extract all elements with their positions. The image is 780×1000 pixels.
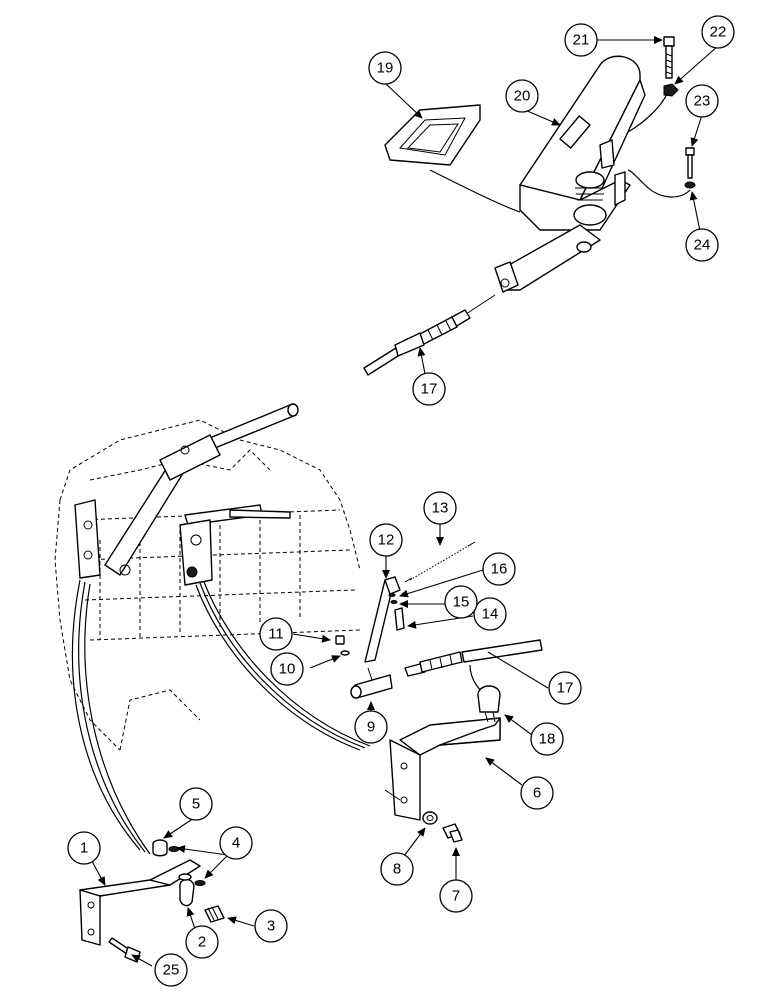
part-18-clamp bbox=[477, 685, 501, 723]
callout-17-upper: 17 bbox=[412, 372, 446, 406]
engine-block-outline bbox=[54, 419, 361, 751]
svg-text:20: 20 bbox=[514, 88, 531, 105]
svg-text:17: 17 bbox=[421, 381, 438, 398]
svg-text:21: 21 bbox=[573, 32, 590, 49]
callout-10: 10 bbox=[270, 652, 304, 686]
part-25-bolt bbox=[108, 937, 141, 963]
svg-text:17: 17 bbox=[557, 680, 574, 697]
svg-text:6: 6 bbox=[533, 785, 541, 802]
svg-text:11: 11 bbox=[268, 626, 284, 643]
callout-15: 15 bbox=[444, 585, 478, 619]
parts-7-8-bolt-washer bbox=[422, 811, 463, 843]
part-17-upper-cable bbox=[363, 294, 496, 376]
callout-4: 4 bbox=[219, 826, 253, 860]
callout-21: 21 bbox=[564, 23, 598, 57]
parts-23-24-bolt-washer bbox=[684, 147, 696, 189]
parts-2-5-hardware bbox=[152, 839, 225, 923]
svg-text:14: 14 bbox=[482, 606, 499, 623]
part-6-bracket bbox=[384, 717, 501, 821]
callout-14: 14 bbox=[473, 597, 507, 631]
svg-text:16: 16 bbox=[491, 561, 508, 578]
svg-text:12: 12 bbox=[378, 532, 395, 549]
svg-text:13: 13 bbox=[432, 500, 449, 517]
parts-21-22-bolt-nut bbox=[663, 36, 679, 97]
svg-text:8: 8 bbox=[393, 861, 401, 878]
svg-text:23: 23 bbox=[694, 93, 711, 110]
callout-23: 23 bbox=[685, 84, 719, 118]
part-20-pedal bbox=[494, 55, 646, 293]
svg-text:18: 18 bbox=[539, 731, 556, 748]
callout-13: 13 bbox=[423, 491, 457, 525]
callout-16: 16 bbox=[482, 552, 516, 586]
svg-text:24: 24 bbox=[694, 237, 711, 254]
pad-to-pedal-line bbox=[429, 169, 521, 213]
nut-leader-line bbox=[627, 91, 669, 133]
callout-1: 1 bbox=[67, 831, 101, 865]
callout-11: 11 bbox=[259, 617, 293, 651]
svg-text:2: 2 bbox=[198, 934, 206, 951]
svg-text:7: 7 bbox=[452, 888, 460, 905]
callout-17-lower: 17 bbox=[548, 671, 582, 705]
callout-25: 25 bbox=[154, 953, 188, 987]
callout-6: 6 bbox=[520, 776, 554, 810]
svg-text:19: 19 bbox=[377, 60, 394, 77]
throttle-linkage bbox=[74, 403, 299, 586]
callout-9: 9 bbox=[354, 710, 388, 744]
part-9-pivot bbox=[350, 667, 393, 699]
callout-24: 24 bbox=[685, 228, 719, 262]
callout-2: 2 bbox=[185, 925, 219, 959]
callout-18: 18 bbox=[530, 722, 564, 756]
svg-text:22: 22 bbox=[710, 24, 727, 41]
svg-text:5: 5 bbox=[192, 796, 200, 813]
washer-leader-line bbox=[627, 169, 691, 198]
callout-12: 12 bbox=[369, 523, 403, 557]
part-1-bracket bbox=[79, 859, 201, 946]
svg-text:3: 3 bbox=[267, 918, 275, 935]
parts-14-16-hardware bbox=[388, 593, 405, 631]
svg-text:25: 25 bbox=[163, 962, 180, 979]
callout-5: 5 bbox=[179, 787, 213, 821]
callout-3: 3 bbox=[254, 909, 288, 943]
part-13-spring bbox=[404, 541, 476, 583]
svg-text:1: 1 bbox=[80, 840, 88, 857]
part-17-lower-cable bbox=[404, 639, 543, 699]
callout-7: 7 bbox=[439, 879, 473, 913]
part-12-lever bbox=[364, 576, 401, 663]
callout-20: 20 bbox=[505, 79, 539, 113]
part-19-pedal-pad bbox=[384, 104, 481, 166]
svg-text:15: 15 bbox=[453, 594, 470, 611]
svg-text:10: 10 bbox=[279, 661, 296, 678]
callout-19: 19 bbox=[368, 51, 402, 85]
parts-10-11-nut bbox=[335, 635, 350, 656]
svg-text:4: 4 bbox=[232, 835, 240, 852]
callout-22: 22 bbox=[701, 15, 735, 49]
throttle-cables bbox=[71, 579, 371, 855]
callout-8: 8 bbox=[380, 852, 414, 886]
svg-text:9: 9 bbox=[367, 719, 375, 736]
